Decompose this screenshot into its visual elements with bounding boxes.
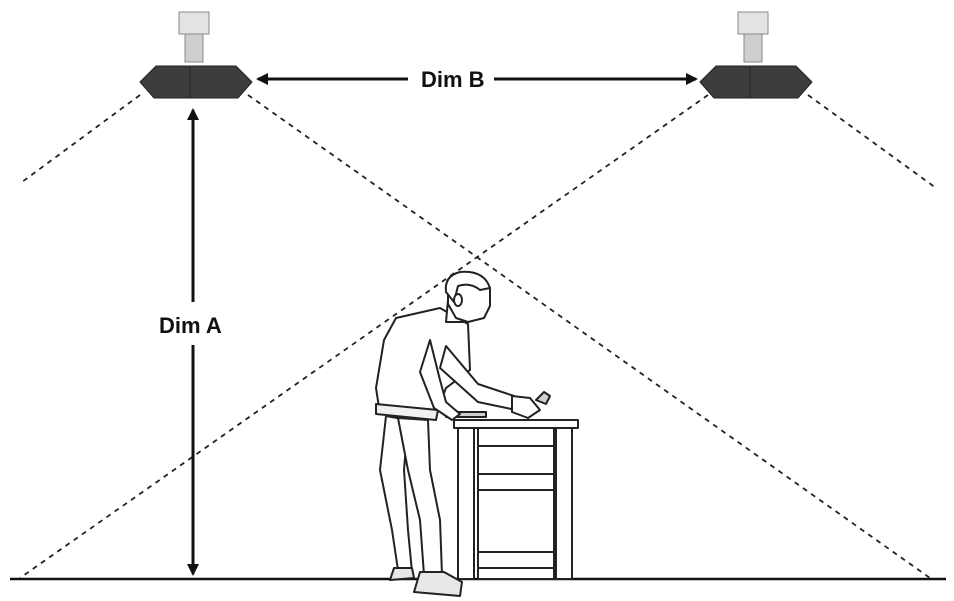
coverage-lines	[19, 94, 937, 579]
right-heater-outer-coverage-line	[807, 94, 937, 189]
worker-front-shoe	[413, 571, 463, 597]
left-heater-outer-coverage-line	[21, 94, 141, 183]
worker-ear	[453, 293, 463, 307]
worker-figure	[375, 270, 551, 597]
left-heater-mount-plate	[178, 11, 210, 35]
workbench-right-leg	[555, 427, 573, 580]
workbench-top	[453, 419, 579, 429]
right-heater-inner-coverage-line	[19, 94, 709, 579]
right-heater-mount-stem	[743, 33, 763, 63]
worker-back-shoe	[389, 567, 415, 581]
worker-right-hand	[511, 395, 541, 419]
dim-a-label: Dim A	[159, 313, 222, 338]
worker-belt	[375, 403, 439, 421]
right-heater	[699, 11, 813, 99]
workbench-left-leg	[457, 427, 475, 580]
right-heater-body	[699, 65, 813, 99]
left-heater-inner-coverage-line	[247, 94, 931, 579]
worker-rear-arm	[439, 345, 517, 411]
left-heater-body	[139, 65, 253, 99]
left-heater	[139, 11, 253, 99]
workbench	[445, 411, 579, 580]
worker-hair	[444, 270, 491, 303]
right-heater-mount-plate	[737, 11, 769, 35]
workbench-center-frame	[477, 427, 555, 580]
worker-wrench	[535, 391, 551, 405]
dim-b-label: Dim B	[421, 67, 485, 92]
left-heater-mount-stem	[184, 33, 204, 63]
worker-front-arm	[419, 339, 461, 421]
